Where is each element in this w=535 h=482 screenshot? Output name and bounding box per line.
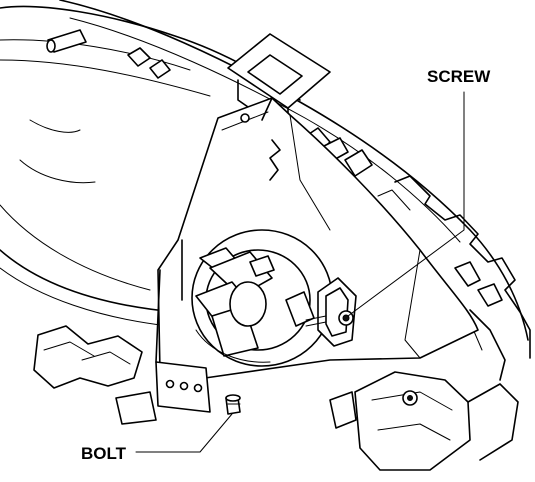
lamp-socket bbox=[191, 229, 333, 367]
lower-right-housing bbox=[329, 371, 519, 471]
lower-left-bracket bbox=[155, 239, 211, 413]
screw-label: SCREW bbox=[427, 67, 491, 86]
leader-lines bbox=[135, 91, 465, 453]
housing-right-side bbox=[377, 175, 531, 381]
lower-left-housing bbox=[33, 325, 157, 425]
bolt-part bbox=[225, 394, 241, 415]
housing-top-rim bbox=[46, 0, 529, 341]
screw-adjuster bbox=[305, 277, 357, 347]
bolt-label: BOLT bbox=[81, 444, 127, 463]
